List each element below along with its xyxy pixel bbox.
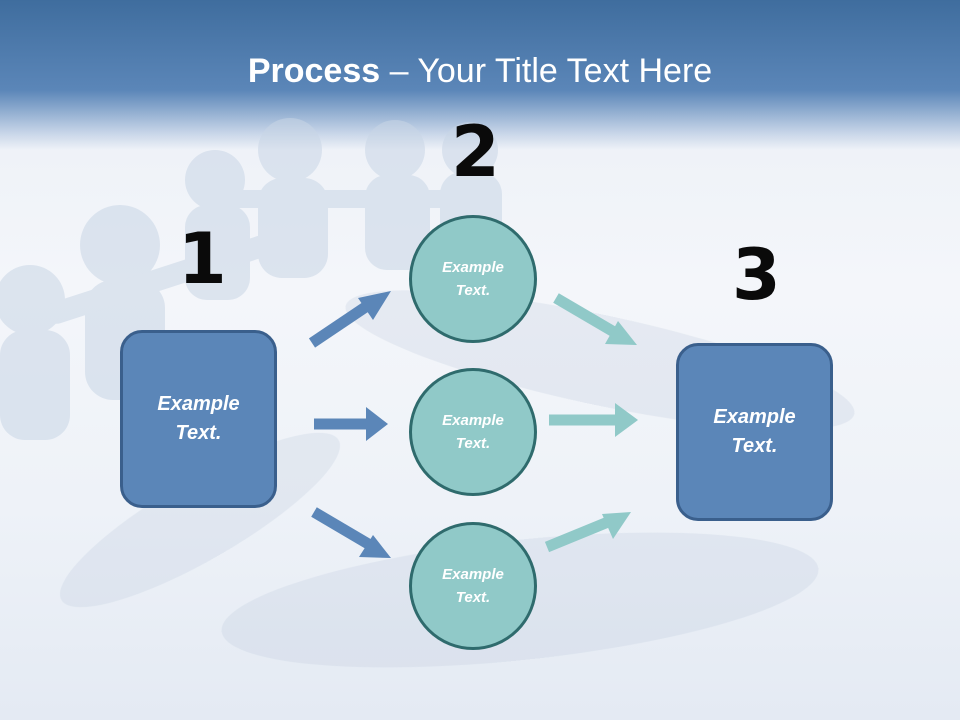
circle-middle-line2: Text. xyxy=(455,435,491,452)
right-box-line1: Example xyxy=(713,406,796,428)
circle-bottom-line2: Text. xyxy=(455,589,491,606)
right-process-box: Example Text. xyxy=(676,343,833,521)
step-number-3: 3 xyxy=(732,234,781,316)
left-box-line2: Text. xyxy=(175,422,222,444)
title-bold: Process xyxy=(247,52,381,90)
circle-top-line2: Text. xyxy=(455,282,491,299)
right-box-line2: Text. xyxy=(731,435,778,457)
left-box-line1: Example xyxy=(157,393,240,415)
title-rest: – Your Title Text Here xyxy=(380,52,713,90)
left-process-box: Example Text. xyxy=(120,330,277,508)
circle-bottom-line1: Example xyxy=(442,566,504,583)
circle-bottom: Example Text. xyxy=(409,522,537,650)
circle-middle-line1: Example xyxy=(442,412,504,429)
circle-top-line1: Example xyxy=(442,259,504,276)
step-number-1: 1 xyxy=(178,218,227,300)
right-box-text: Example Text. xyxy=(713,403,795,461)
left-box-text: Example Text. xyxy=(157,390,239,448)
circle-top: Example Text. xyxy=(409,215,537,343)
circle-middle: Example Text. xyxy=(409,368,537,496)
slide-title: Process – Your Title Text Here xyxy=(0,52,960,91)
step-number-2: 2 xyxy=(451,111,500,193)
